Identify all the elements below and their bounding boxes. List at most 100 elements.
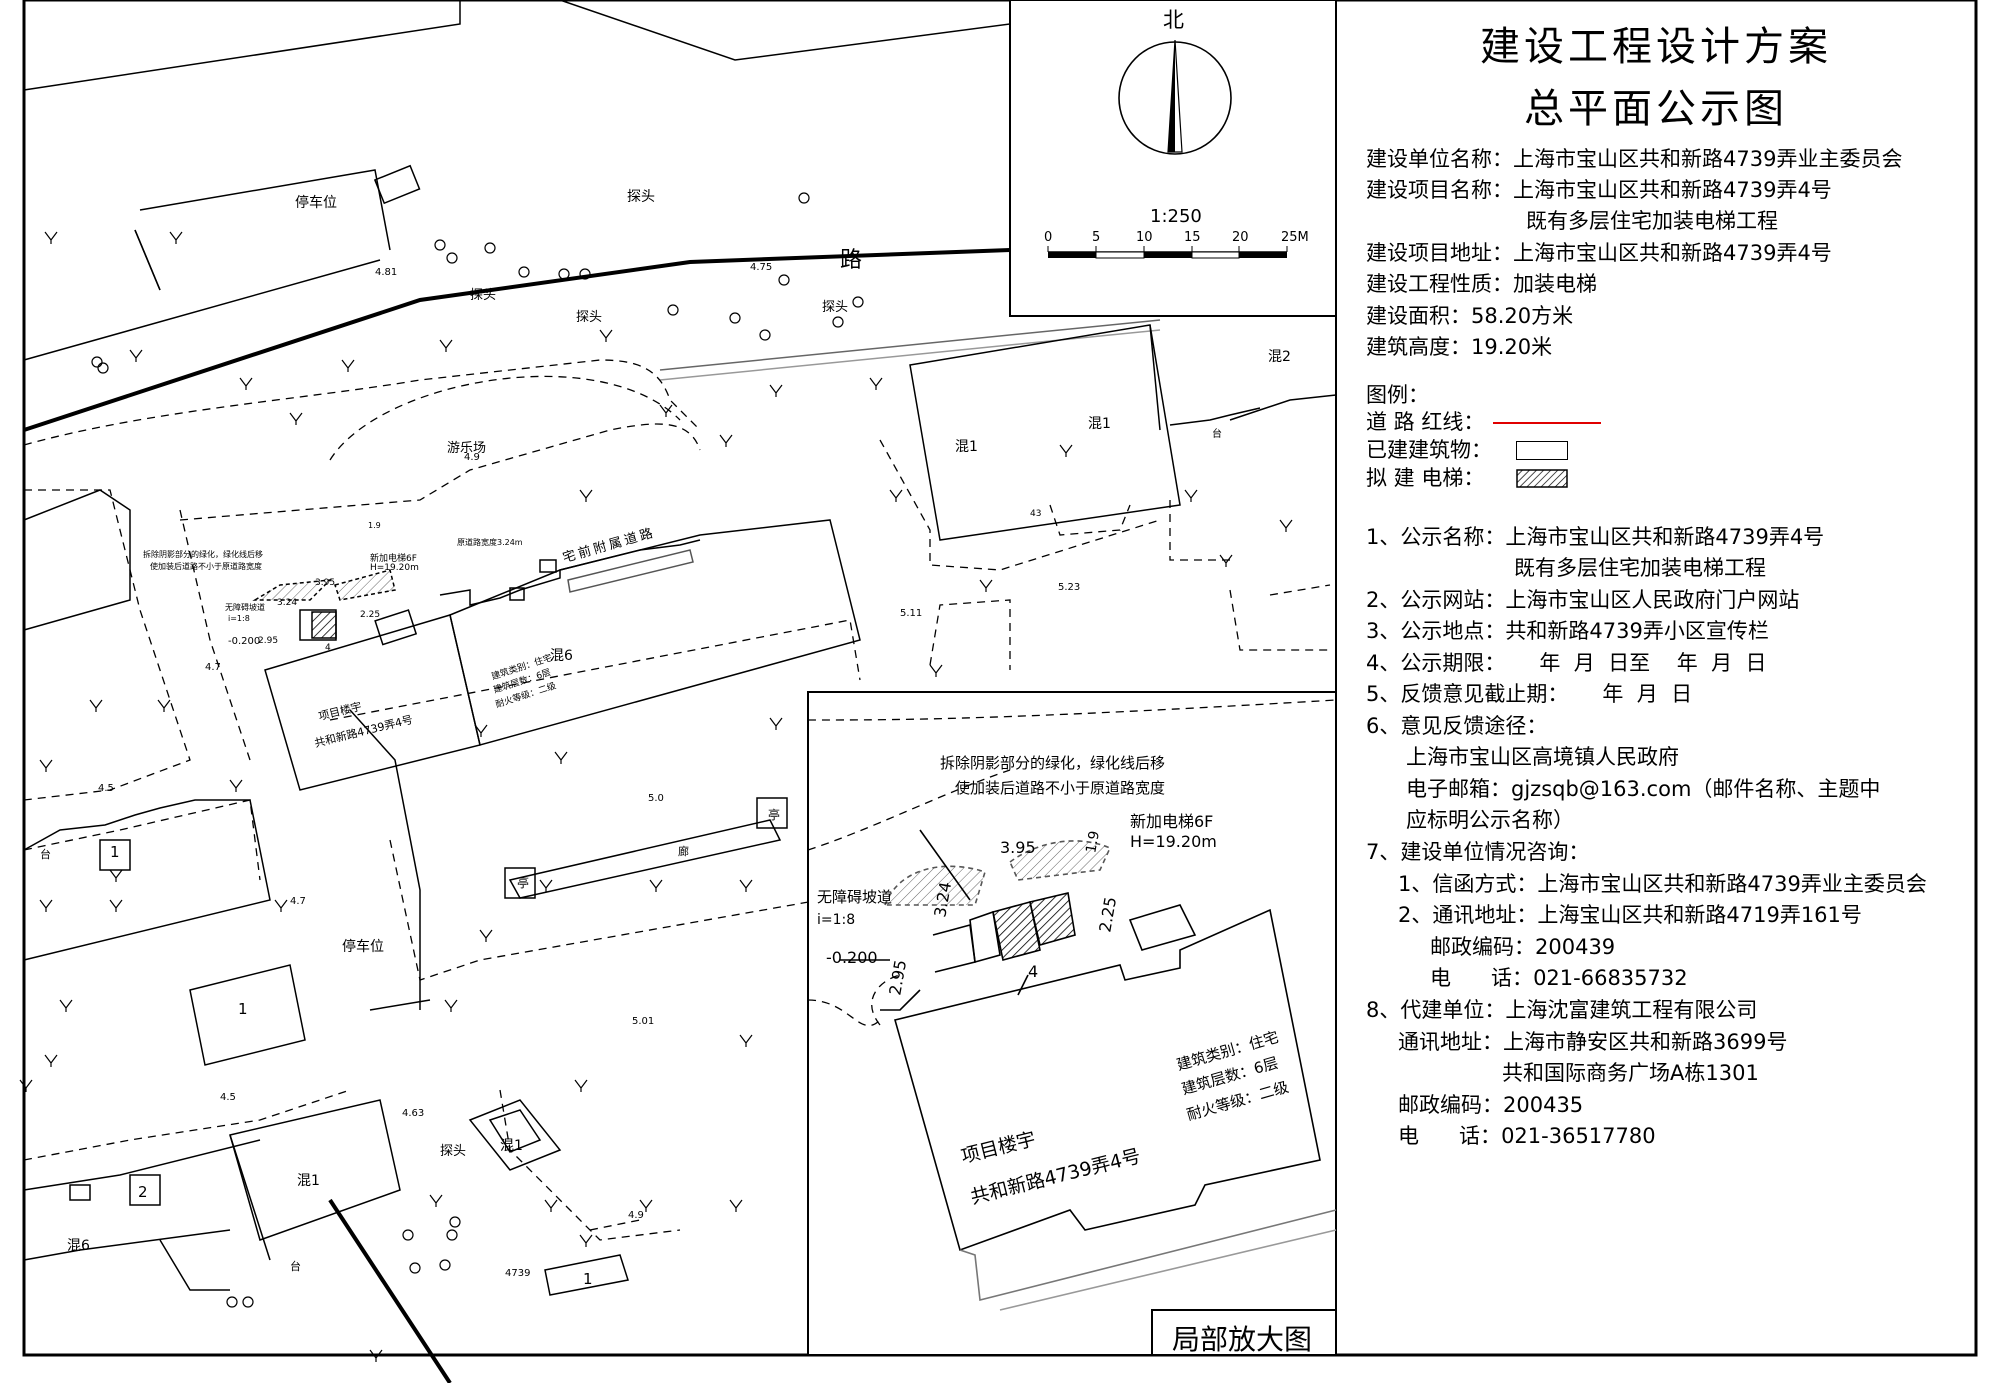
bldg-no-2: 2 xyxy=(138,1183,148,1201)
probe-label-2: 探头 xyxy=(470,288,497,303)
parking-label-mid: 停车位 xyxy=(342,939,384,955)
elev-481: 4.81 xyxy=(375,267,398,278)
building-label-hun1-b: 混1 xyxy=(1088,416,1111,432)
agent-heading: 8、代建单位：上海沈富建筑工程有限公司 xyxy=(1366,998,1758,1022)
road-label: 路 xyxy=(840,248,863,273)
lane-width-label: 原道路宽度3.24m xyxy=(457,538,523,547)
info-project-line2: 既有多层住宅加装电梯工程 xyxy=(1526,209,1778,233)
consult-address: 2、通讯地址：上海宝山区共和新路4719弄161号 xyxy=(1398,903,1862,927)
site-linework xyxy=(23,0,1337,1383)
agent-address: 通讯地址：上海市静安区共和新路3699号 xyxy=(1398,1030,1788,1054)
info-area: 建设面积：58.20方米 xyxy=(1366,304,1574,328)
detail-height: H=19.20m xyxy=(1130,832,1217,851)
agent-tel: 电 话：021-36517780 xyxy=(1398,1124,1656,1148)
lane-no-label: 4739 xyxy=(505,1268,531,1279)
feedback-email-line2: 应标明公示名称） xyxy=(1406,808,1574,832)
bldg-no-43: 43 xyxy=(1030,509,1042,519)
probe-label-5: 探头 xyxy=(440,1144,467,1159)
bldg-no-1a: 1 xyxy=(110,843,120,861)
elev-dim-295-small: 2.95 xyxy=(258,636,279,646)
info-unit: 建设单位名称：上海市宝山区共和新路4739弄业主委员会 xyxy=(1366,147,1903,171)
elev-511: 5.11 xyxy=(900,608,923,619)
info-address: 建设项目地址：上海市宝山区共和新路4739弄4号 xyxy=(1366,241,1832,265)
elev-50: 5.0 xyxy=(648,793,664,804)
legend-title: 图例： xyxy=(1366,383,1429,407)
building-label-hun6-b: 混6 xyxy=(67,1238,90,1254)
playground-label: 游乐场 xyxy=(447,441,487,456)
detail-level: -0.200 xyxy=(826,948,878,967)
tai-label-2: 台 xyxy=(290,1260,301,1273)
detail-demolish-2: 使加装后道路不小于原道路宽度 xyxy=(955,779,1166,797)
notice-3: 3、公示地点：共和新路4739弄小区宣传栏 xyxy=(1366,619,1769,643)
detail-ramp-ratio: i=1:8 xyxy=(817,912,856,928)
detail-view-title: 局部放大图 xyxy=(1172,1323,1313,1356)
notice-1-line2: 既有多层住宅加装电梯工程 xyxy=(1514,556,1766,580)
new-elev-small: 新加电梯6F xyxy=(370,554,417,564)
elev-45a: 4.5 xyxy=(98,783,114,794)
probe-label-3: 探头 xyxy=(576,310,603,325)
probe-label-4: 探头 xyxy=(822,300,849,315)
scale-tick-20: 20 xyxy=(1232,230,1249,245)
feedback-email: 电子邮箱：gjzsqb@163.com（邮件名称、主题中 xyxy=(1406,777,1881,801)
detail-dim-4: 4 xyxy=(1028,962,1039,981)
legend-elevator: 拟 建 电梯： xyxy=(1366,466,1485,490)
elev-475: 4.75 xyxy=(750,262,773,273)
legend-road: 道 路 红线： xyxy=(1366,410,1485,434)
detail-ramp: 无障碍坡道 xyxy=(817,888,893,906)
info-nature: 建设工程性质：加装电梯 xyxy=(1366,272,1597,296)
legend-road-line xyxy=(1493,422,1601,424)
pavilion-label-2: 亭 xyxy=(768,808,781,822)
probe-label-1: 探头 xyxy=(627,189,655,205)
elev-47a: 4.7 xyxy=(205,662,221,673)
scale-tick-0: 0 xyxy=(1044,230,1053,245)
detail-box xyxy=(807,691,1337,1356)
elev-dim-395-small: 3.95 xyxy=(315,578,336,588)
level-small: -0.200 xyxy=(228,636,261,647)
info-height: 建筑高度：19.20米 xyxy=(1366,335,1553,359)
height-small: H=19.20m xyxy=(370,563,419,573)
demolish-small-1: 拆除阴影部分的绿化，绿化线后移 xyxy=(143,550,263,559)
scale-tick-15: 15 xyxy=(1184,230,1201,245)
elev-dim-324-small: 3.24 xyxy=(277,598,298,608)
consult-tel: 电 话：021-66835732 xyxy=(1430,966,1688,990)
scale-tick-5: 5 xyxy=(1092,230,1101,245)
bldg-no-1c: 1 xyxy=(583,1270,593,1288)
detail-dim-395: 3.95 xyxy=(1000,838,1036,857)
consult-zip: 邮政编码：200439 xyxy=(1430,935,1616,959)
agent-zip: 邮政编码：200435 xyxy=(1398,1093,1584,1117)
building-label-hun6: 混6 xyxy=(550,648,573,664)
legend-built-swatch xyxy=(1516,441,1568,460)
agent-address-line2: 共和国际商务广场A栋1301 xyxy=(1502,1061,1759,1085)
elev-45b: 4.5 xyxy=(220,1092,236,1103)
utility-symbols xyxy=(91,192,864,1308)
notice-2: 2、公示网站：上海市宝山区人民政府门户网站 xyxy=(1366,588,1800,612)
elev-dim-225-small: 2.25 xyxy=(360,610,381,620)
parking-label-top: 停车位 xyxy=(295,195,337,211)
ramp-small: 无障碍坡道 xyxy=(225,603,265,612)
scale-label: 1:250 xyxy=(1150,206,1202,227)
scale-tick-25: 25M xyxy=(1281,230,1309,245)
detail-new-elevator: 新加电梯6F xyxy=(1130,812,1214,831)
scale-tick-10: 10 xyxy=(1136,230,1153,245)
compass-box xyxy=(1009,0,1337,317)
notice-5: 5、反馈意见截止期：年 月 日 xyxy=(1366,682,1693,706)
tai-label-1: 台 xyxy=(40,848,51,861)
detail-demolish-1: 拆除阴影部分的绿化，绿化线后移 xyxy=(940,754,1166,772)
demolish-small-2: 使加装后道路不小于原道路宽度 xyxy=(150,562,262,571)
bldg-no-1b: 1 xyxy=(238,1000,248,1018)
notice-4: 4、公示期限：年 月 日至 年 月 日 xyxy=(1366,651,1767,675)
elev-463: 4.63 xyxy=(402,1108,425,1119)
panel-title-line2: 总平面公示图 xyxy=(1524,86,1788,132)
north-label: 北 xyxy=(1163,8,1184,32)
building-label-hun1-a: 混1 xyxy=(955,439,978,455)
building-label-hun2: 混2 xyxy=(1268,349,1291,365)
corridor-label: 廊 xyxy=(678,845,689,858)
consult-heading: 7、建设单位情况咨询： xyxy=(1366,840,1590,864)
elev-49b: 4.9 xyxy=(628,1210,644,1221)
consult-letter: 1、信函方式：上海市宝山区共和新路4739弄业主委员会 xyxy=(1398,872,1927,896)
elev-dim-19: 1.9 xyxy=(368,521,381,530)
elev-47b: 4.7 xyxy=(290,896,306,907)
building-label-hun1-d: 混1 xyxy=(500,1138,523,1154)
building-label-hun1-c: 混1 xyxy=(297,1173,320,1189)
